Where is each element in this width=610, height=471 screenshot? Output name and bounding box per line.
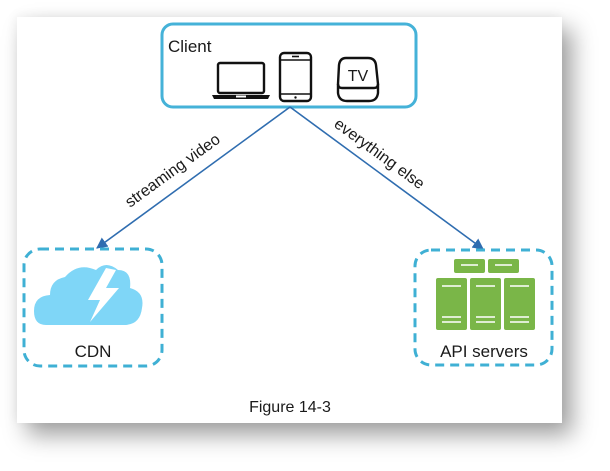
edge-everything-else: everything else — [289, 106, 484, 250]
tv-icon-text: TV — [348, 68, 369, 85]
cdn-node: CDN — [22, 247, 164, 368]
figure-caption: Figure 14-3 — [249, 399, 331, 416]
cdn-dashed-box — [22, 247, 164, 368]
api-servers-label: API servers — [440, 342, 528, 361]
edge-streaming-video: streaming video — [96, 106, 291, 249]
tv-box-icon: TV — [336, 56, 380, 103]
api-servers-node: API servers — [413, 248, 554, 367]
cloud-lightning-icon — [34, 265, 143, 325]
client-label: Client — [168, 37, 212, 56]
edge-label-streaming-video: streaming video — [122, 131, 223, 211]
smartphone-icon — [278, 51, 313, 103]
api-dashed-box — [413, 248, 554, 367]
client-node: Client TV — [160, 22, 418, 109]
cdn-label: CDN — [75, 342, 112, 361]
server-rack-icon — [436, 259, 535, 330]
laptop-icon — [212, 61, 270, 99]
arrow-to-api — [289, 106, 484, 250]
arrow-to-cdn — [96, 106, 291, 249]
edge-label-everything-else: everything else — [331, 116, 428, 193]
